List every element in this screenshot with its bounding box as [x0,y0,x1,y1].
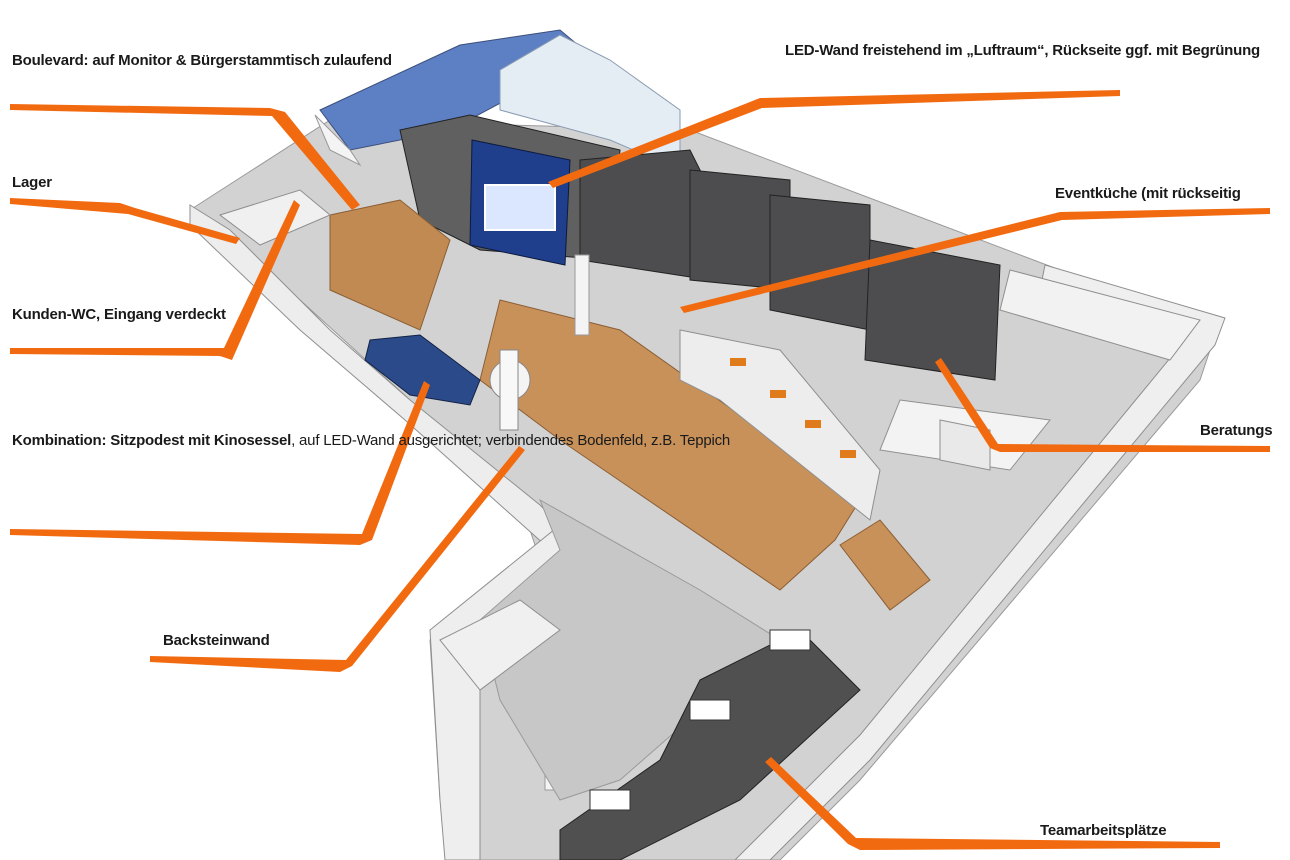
annotation-led-wand-line2: ggf. mit Begrünung [1125,42,1261,59]
annotation-eventkueche: Eventküche (mit rückseitig [1055,183,1241,204]
room-lower-left [439,599,561,691]
annotation-kombination-line2-bold: Kinosessel [213,432,292,449]
room-right-3 [939,419,991,471]
pillar [574,254,590,336]
annotation-eventkueche-text: Eventküche (mit rückseitig [1055,185,1241,202]
annotation-boulevard: Boulevard: auf Monitor & Bürgerstammtisc… [12,50,392,71]
wood-stammtisch-area [329,199,451,331]
workstation-chair [770,390,786,398]
annotation-kunden-wc: Kunden-WC, Eingang verdeckt [12,304,226,325]
cinema-seating [364,334,481,406]
annotation-boulevard-line1: Boulevard: auf Monitor & [12,52,187,69]
annotation-boulevard-line2: Bürgerstammtisch zulaufend [190,52,392,69]
lower-floor-area [479,498,781,801]
workstation-chair [805,420,821,428]
annotation-kombination-line2-rest: , auf LED-Wand [291,432,395,449]
annotation-backsteinwand: Backsteinwand [163,630,270,651]
team-desk [769,629,811,651]
annotation-kombination-line1: Kombination: Sitzpodest mit [12,432,210,449]
annotation-lager-text: Lager [12,174,52,191]
annotation-kunden-wc-line2: Eingang verdeckt [103,306,226,323]
annotation-teamarbeitsplaetze: Teamarbeitsplätze [1040,820,1167,841]
workstation-block [679,329,881,521]
room-left-top [218,189,331,246]
annotation-lager: Lager [12,172,52,193]
annotation-beratung: Beratungs [1200,420,1273,441]
leader-line-led-wand [548,90,1120,188]
team-desk [689,699,731,721]
room-right-1 [999,269,1201,361]
workstation-chair [730,358,746,366]
leader-lines [10,90,1270,850]
roof-frame [314,114,362,167]
staircase-column [499,349,519,431]
annotation-led-wand-line1: LED-Wand freistehend im „Luftraum“, Rück… [785,42,1122,59]
annotation-teamarbeitsplaetze-text: Teamarbeitsplätze [1040,822,1167,839]
annotation-kombination-line4: z.B. Teppich [651,432,731,449]
leader-line-kombination [10,381,430,545]
annotation-kombination: Kombination: Sitzpodest mit Kinosessel, … [12,430,730,451]
annotation-beratung-text: Beratungs [1200,422,1273,439]
team-workspace-carpet [559,629,861,860]
workstation-chair [840,450,856,458]
glass-facade [499,34,681,171]
annotation-led-wand: LED-Wand freistehend im „Luftraum“, Rück… [785,40,1260,61]
led-screen-content [484,184,556,231]
consulting-box [864,239,1001,381]
annotation-kombination-line3: ausgerichtet; verbindendes Bodenfeld, [398,432,648,449]
annotation-kunden-wc-line1: Kunden-WC, [12,306,100,323]
leader-line-lager [10,198,240,244]
team-desk [589,789,631,811]
annotation-backsteinwand-text: Backsteinwand [163,632,270,649]
wood-right-room [839,519,931,611]
annotation-kombination-line2: Kinosessel, auf LED-Wand [214,432,395,449]
event-kitchen-box-3 [769,194,871,331]
